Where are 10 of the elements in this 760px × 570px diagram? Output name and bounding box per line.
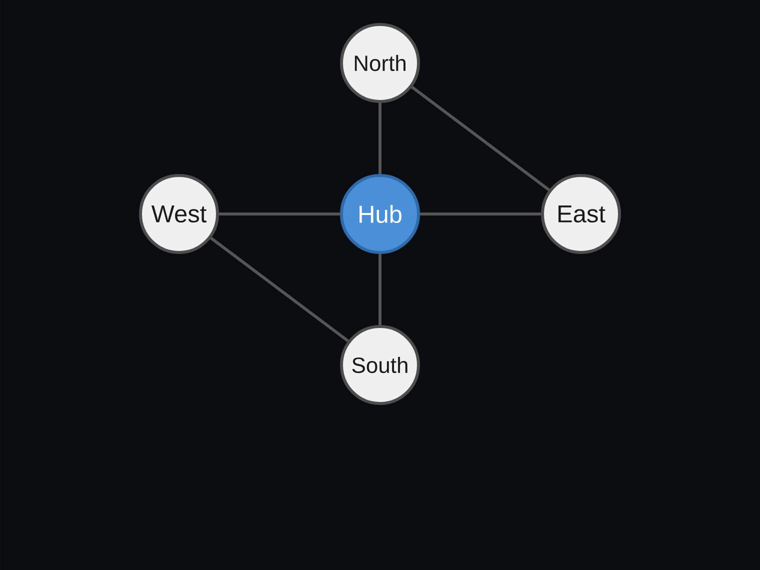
circle-node: South	[340, 325, 420, 405]
connector-line	[411, 86, 550, 192]
connector-line	[420, 212, 541, 216]
circle-node: North	[340, 23, 420, 103]
connector-line	[219, 212, 340, 216]
circle-node: East	[541, 174, 621, 254]
connector-line	[210, 236, 349, 342]
connector-line	[378, 103, 382, 174]
connector-line	[378, 254, 382, 325]
circle-node: West	[139, 174, 219, 254]
